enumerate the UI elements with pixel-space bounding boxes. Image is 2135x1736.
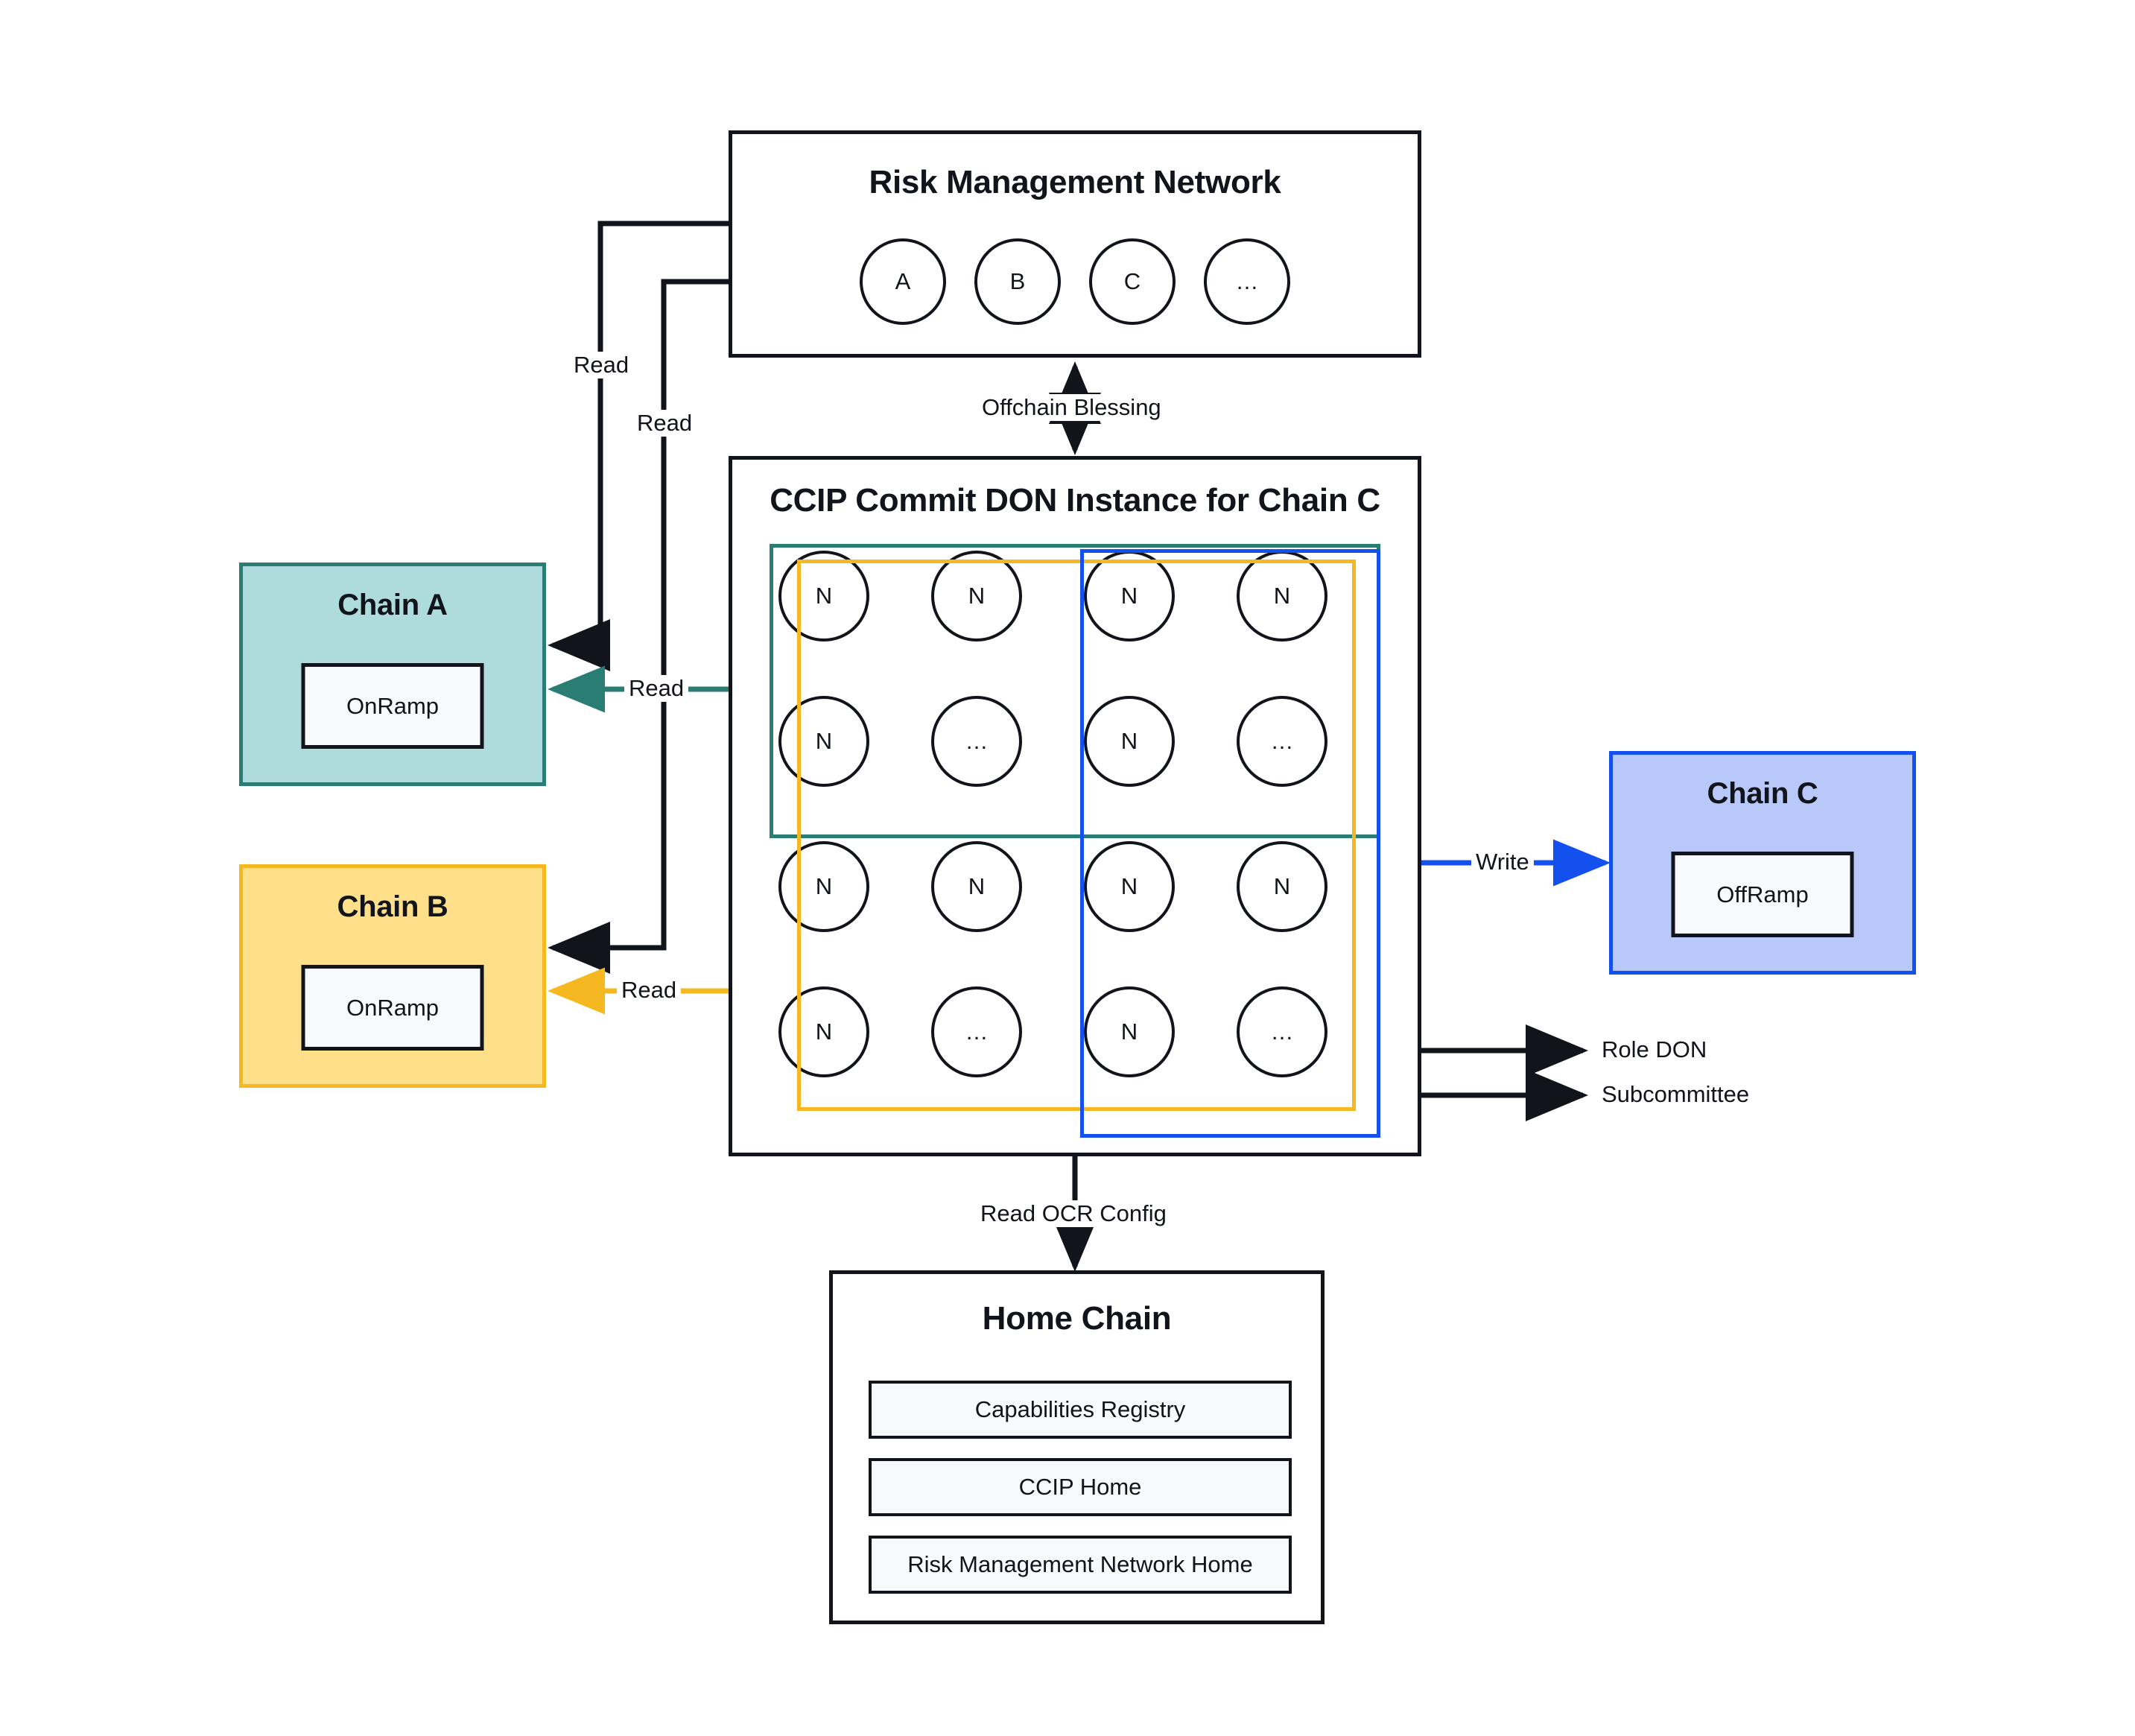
chain-b-title: Chain B	[337, 890, 448, 923]
don-node[interactable]: N	[1084, 841, 1175, 932]
don-node[interactable]: N	[778, 551, 869, 642]
don-node[interactable]: N	[1237, 841, 1327, 932]
rmn-node[interactable]: B	[974, 238, 1061, 325]
ccip-commit-don-title: CCIP Commit DON Instance for Chain C	[770, 482, 1380, 519]
edge-label-rmn-read-chain-b: Read	[632, 410, 697, 437]
edge-label-don-read-chain-b: Read	[617, 977, 682, 1004]
don-node[interactable]: N	[931, 841, 1022, 932]
edge-label-don-write-chain-c: Write	[1471, 849, 1534, 875]
ccip-commit-don-box: CCIP Commit DON Instance for Chain C N N…	[729, 456, 1421, 1156]
don-node[interactable]: …	[931, 696, 1022, 787]
don-node[interactable]: N	[1084, 696, 1175, 787]
chain-a-title: Chain A	[337, 589, 448, 621]
chain-b-box: Chain B OnRamp	[239, 864, 546, 1088]
don-node[interactable]: N	[778, 986, 869, 1077]
edge-rmn-read-chain-b	[548, 279, 729, 974]
rmn-node[interactable]: C	[1089, 238, 1176, 325]
home-chain-contract-risk-management-network-home[interactable]: Risk Management Network Home	[869, 1536, 1292, 1594]
legend-label-role-don: Role DON	[1602, 1036, 1707, 1062]
rmn-node[interactable]: A	[860, 238, 946, 325]
home-chain-box: Home Chain Capabilities Registry CCIP Ho…	[829, 1270, 1325, 1624]
don-node[interactable]: N	[778, 841, 869, 932]
edge-label-read-ocr-config: Read OCR Config	[976, 1200, 1171, 1227]
home-chain-contract-capabilities-registry[interactable]: Capabilities Registry	[869, 1381, 1292, 1439]
chain-c-offramp-contract[interactable]: OffRamp	[1671, 852, 1854, 937]
subcommittee-overlay-chain-c	[1080, 549, 1380, 1138]
chain-c-box: Chain C OffRamp	[1609, 751, 1916, 975]
rmn-node-row: A B C …	[732, 238, 1418, 325]
chain-c-title: Chain C	[1707, 777, 1818, 810]
subcommittee-overlay-chain-b	[797, 560, 1356, 1111]
rmn-node[interactable]: …	[1204, 238, 1290, 325]
don-node[interactable]: …	[1237, 986, 1327, 1077]
risk-management-network-box: Risk Management Network A B C …	[729, 130, 1421, 358]
don-node[interactable]: N	[1084, 986, 1175, 1077]
edge-label-offchain-blessing: Offchain Blessing	[977, 394, 1166, 421]
home-chain-contract-ccip-home[interactable]: CCIP Home	[869, 1458, 1292, 1516]
chain-b-onramp-contract[interactable]: OnRamp	[301, 965, 484, 1051]
edge-label-rmn-read-chain-a: Read	[569, 352, 634, 378]
home-chain-title: Home Chain	[982, 1300, 1172, 1337]
don-node[interactable]: …	[1237, 696, 1327, 787]
don-node[interactable]: N	[931, 551, 1022, 642]
legend-label-subcommittee: Subcommittee	[1602, 1081, 1750, 1107]
chain-a-box: Chain A OnRamp	[239, 563, 546, 786]
edge-label-don-read-chain-a: Read	[624, 675, 689, 702]
chain-a-onramp-contract[interactable]: OnRamp	[301, 663, 484, 749]
don-node[interactable]: …	[931, 986, 1022, 1077]
don-node[interactable]: N	[778, 696, 869, 787]
don-node-grid: N N N N N … N … N N N N N … N …	[778, 551, 1382, 1109]
risk-management-network-title: Risk Management Network	[869, 164, 1281, 200]
